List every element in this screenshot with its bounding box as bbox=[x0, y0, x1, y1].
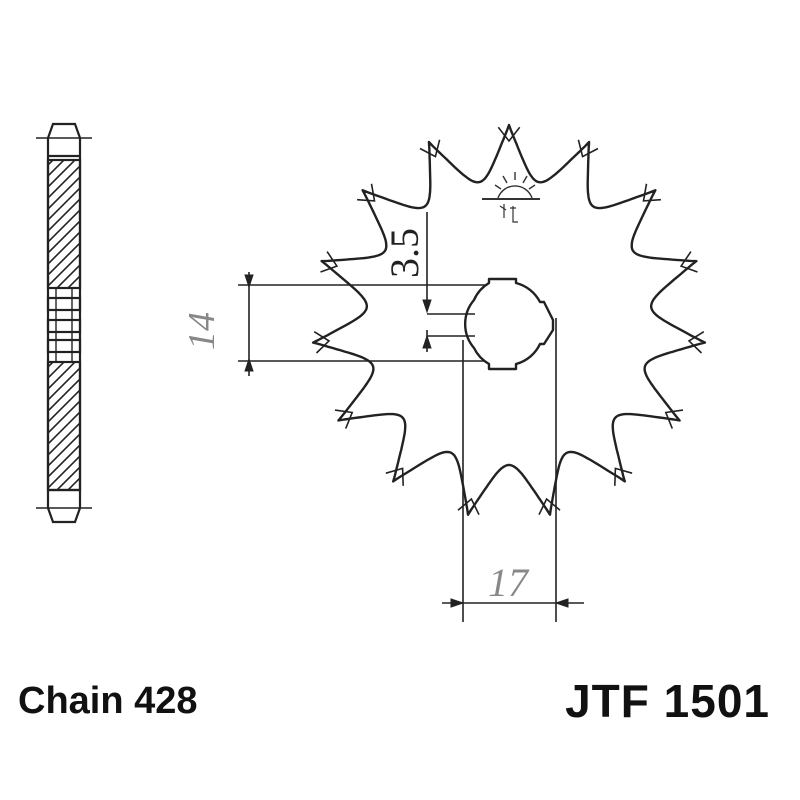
hatch-line bbox=[48, 362, 55, 369]
hatch-line bbox=[48, 208, 80, 244]
hatch-line bbox=[46, 296, 82, 332]
hatch-line bbox=[48, 219, 80, 255]
tooth-tip bbox=[497, 126, 521, 143]
hatch-line bbox=[48, 432, 80, 468]
hatch-line bbox=[66, 476, 80, 490]
tooth-tip bbox=[419, 139, 441, 158]
hatch-line bbox=[48, 252, 80, 288]
hatch-line bbox=[48, 160, 66, 178]
tooth-tip bbox=[385, 467, 404, 486]
tooth-tip bbox=[313, 331, 331, 354]
tooth-tip bbox=[577, 139, 599, 158]
hatch-line bbox=[48, 197, 80, 233]
dimension-bore-width-text: 14 bbox=[181, 312, 223, 350]
manufacturer-logo-icon bbox=[482, 172, 540, 223]
hatch-line bbox=[48, 230, 80, 266]
tooth-tip bbox=[687, 331, 705, 354]
hatch-line bbox=[48, 160, 77, 189]
hatch-line bbox=[48, 410, 80, 446]
dimension-offset-text: 3.5 bbox=[382, 228, 427, 278]
hatch-line bbox=[77, 285, 80, 288]
sprocket-outline bbox=[311, 123, 707, 516]
tooth-tip bbox=[334, 409, 354, 429]
hatch-line bbox=[48, 175, 80, 211]
hatch-line bbox=[48, 388, 80, 424]
hatch-line bbox=[48, 241, 80, 277]
hatch-line bbox=[48, 443, 80, 479]
hatch-line bbox=[48, 399, 80, 435]
hatch-line bbox=[48, 160, 55, 167]
dimension-bore-width: 14 bbox=[181, 272, 485, 376]
dimension-bore-diameter-text: 17 bbox=[488, 560, 530, 605]
tooth-tip bbox=[642, 183, 661, 202]
splined-bore bbox=[464, 277, 555, 371]
hatch-line bbox=[66, 274, 80, 288]
part-number-label: JTF 1501 bbox=[565, 675, 770, 727]
tooth-tip bbox=[357, 183, 376, 202]
hatch-line bbox=[48, 454, 80, 490]
hatch-line bbox=[55, 465, 80, 490]
dimension-offset: 3.5 bbox=[382, 212, 475, 352]
chain-size-label: Chain 428 bbox=[18, 680, 198, 722]
hatch-line bbox=[55, 263, 80, 288]
sprocket-side-view bbox=[36, 122, 92, 524]
tooth-tip bbox=[679, 251, 698, 273]
tooth-tip bbox=[320, 251, 339, 273]
tooth-tip bbox=[614, 467, 633, 486]
hatch-line bbox=[48, 366, 80, 402]
dimension-bore-diameter: 17 bbox=[442, 318, 584, 622]
hatch-line bbox=[48, 377, 80, 413]
sprocket-front-view bbox=[311, 123, 707, 516]
tooth-tip bbox=[664, 409, 684, 429]
hatch-line bbox=[48, 362, 77, 391]
hatch-line bbox=[48, 164, 80, 200]
hatch-line bbox=[48, 186, 80, 222]
hatch-line bbox=[48, 362, 66, 380]
hatch-line bbox=[48, 421, 80, 457]
tooth-tips bbox=[313, 126, 705, 516]
